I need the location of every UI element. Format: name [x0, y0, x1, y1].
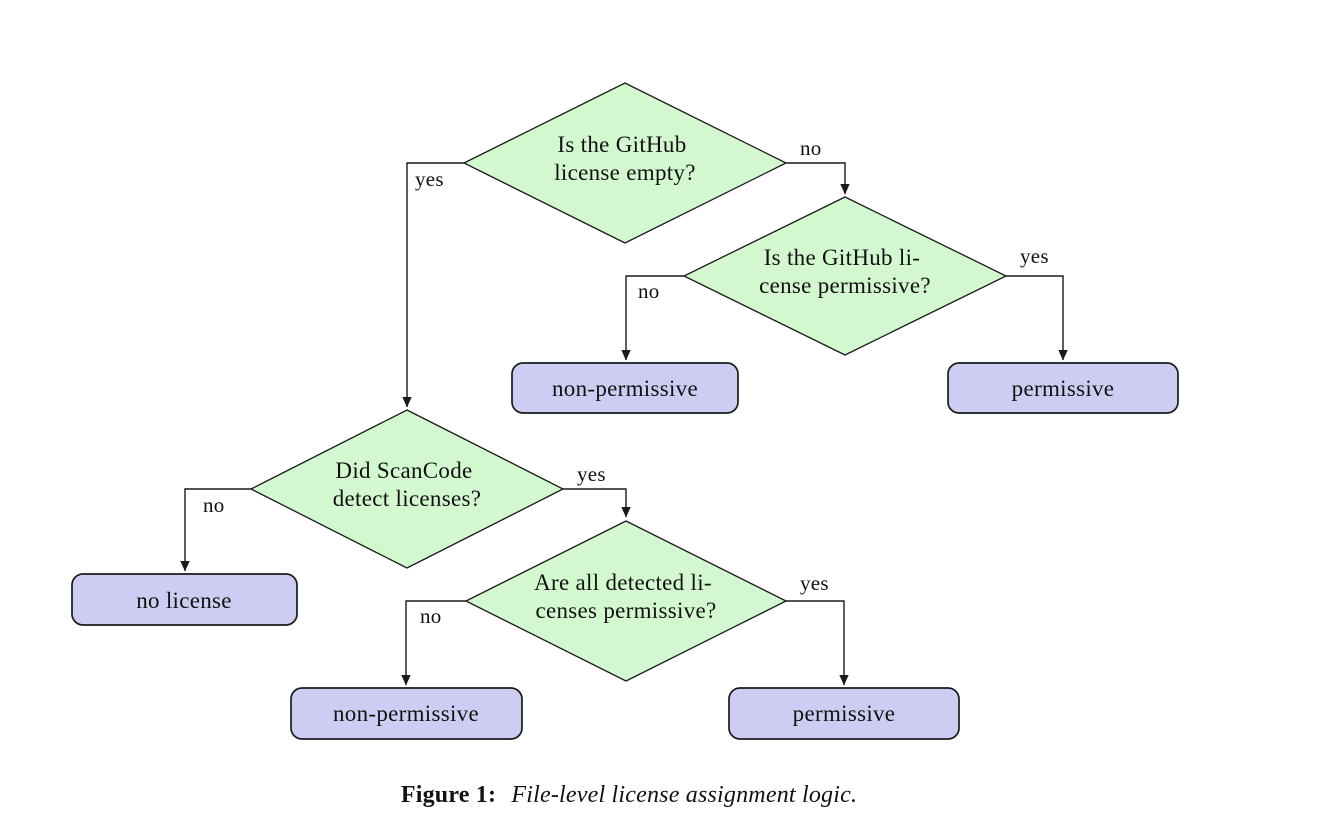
diamond-shape: [462, 82, 788, 244]
edge-label-no: no: [203, 493, 225, 517]
edge-line: [401, 600, 466, 686]
diamond-shape: [682, 196, 1008, 356]
edge-all-permissive-no: no: [401, 600, 466, 686]
result-label: no license: [136, 588, 232, 613]
result-non-permissive-top: non-permissive: [511, 362, 739, 414]
result-box-shape: [511, 362, 739, 414]
edge-line: [402, 162, 464, 408]
result-box-shape: [290, 687, 523, 740]
result-non-permissive-bottom: non-permissive: [290, 687, 523, 740]
edge-line: [1006, 275, 1068, 361]
figure-caption-label: Figure 1:: [401, 782, 496, 808]
decision-github-license-empty: Is the GitHub license empty?: [462, 82, 788, 244]
result-no-license: no license: [71, 573, 298, 626]
edge-scancode-no: no: [180, 488, 251, 572]
result-permissive-bottom: permissive: [728, 687, 960, 740]
decision-text-line2: detect licenses?: [333, 486, 481, 511]
decision-github-license-permissive: Is the GitHub li- cense permissive?: [682, 196, 1008, 356]
edge-github-empty-no: no: [786, 136, 850, 195]
diamond-shape: [464, 520, 788, 682]
result-permissive-top: permissive: [947, 362, 1179, 414]
decision-text-line2: cense permissive?: [759, 273, 931, 298]
result-box-shape: [728, 687, 960, 740]
result-box-shape: [71, 573, 298, 626]
decision-text: Did ScanCode detect licenses?: [333, 458, 481, 511]
edge-label-yes: yes: [800, 571, 829, 595]
edge-label-yes: yes: [577, 462, 606, 486]
diamond-shape: [249, 409, 565, 569]
edge-github-permissive-no: no: [621, 275, 684, 361]
decision-text-line2: license empty?: [554, 160, 696, 185]
result-label: permissive: [1012, 376, 1115, 401]
edge-label-no: no: [638, 279, 660, 303]
result-label: permissive: [793, 701, 896, 726]
decision-text-line1: Is the GitHub li-: [764, 245, 921, 270]
edge-line: [786, 162, 850, 195]
figure-caption-text: File-level license assignment logic.: [510, 782, 857, 808]
edge-label-yes: yes: [415, 167, 444, 191]
edge-label-no: no: [420, 604, 442, 628]
edge-github-permissive-yes: yes: [1006, 244, 1068, 361]
decision-all-detected-permissive: Are all detected li- censes permissive?: [464, 520, 788, 682]
figure-caption: Figure 1: File-level license assignment …: [401, 782, 857, 808]
edge-line: [786, 600, 849, 686]
result-label: non-permissive: [333, 701, 479, 726]
decision-text-line1: Is the GitHub: [557, 132, 686, 157]
edge-line: [180, 488, 251, 572]
edge-scancode-yes: yes: [563, 462, 631, 518]
edge-line: [563, 488, 631, 518]
decision-text: Is the GitHub li- cense permissive?: [759, 245, 931, 298]
result-box-shape: [947, 362, 1179, 414]
edge-line: [621, 275, 684, 361]
edge-label-no: no: [800, 136, 822, 160]
edge-label-yes: yes: [1020, 244, 1049, 268]
decision-text: Is the GitHub license empty?: [554, 132, 696, 185]
decision-text: Are all detected li- censes permissive?: [534, 570, 718, 623]
decision-text-line1: Are all detected li-: [534, 570, 712, 595]
decision-text-line2: censes permissive?: [535, 598, 716, 623]
result-label: non-permissive: [552, 376, 698, 401]
edge-all-permissive-yes: yes: [786, 571, 849, 686]
decision-text-line1: Did ScanCode: [335, 458, 472, 483]
edge-github-empty-yes: yes: [402, 162, 464, 408]
decision-scancode-detect-licenses: Did ScanCode detect licenses?: [249, 409, 565, 569]
